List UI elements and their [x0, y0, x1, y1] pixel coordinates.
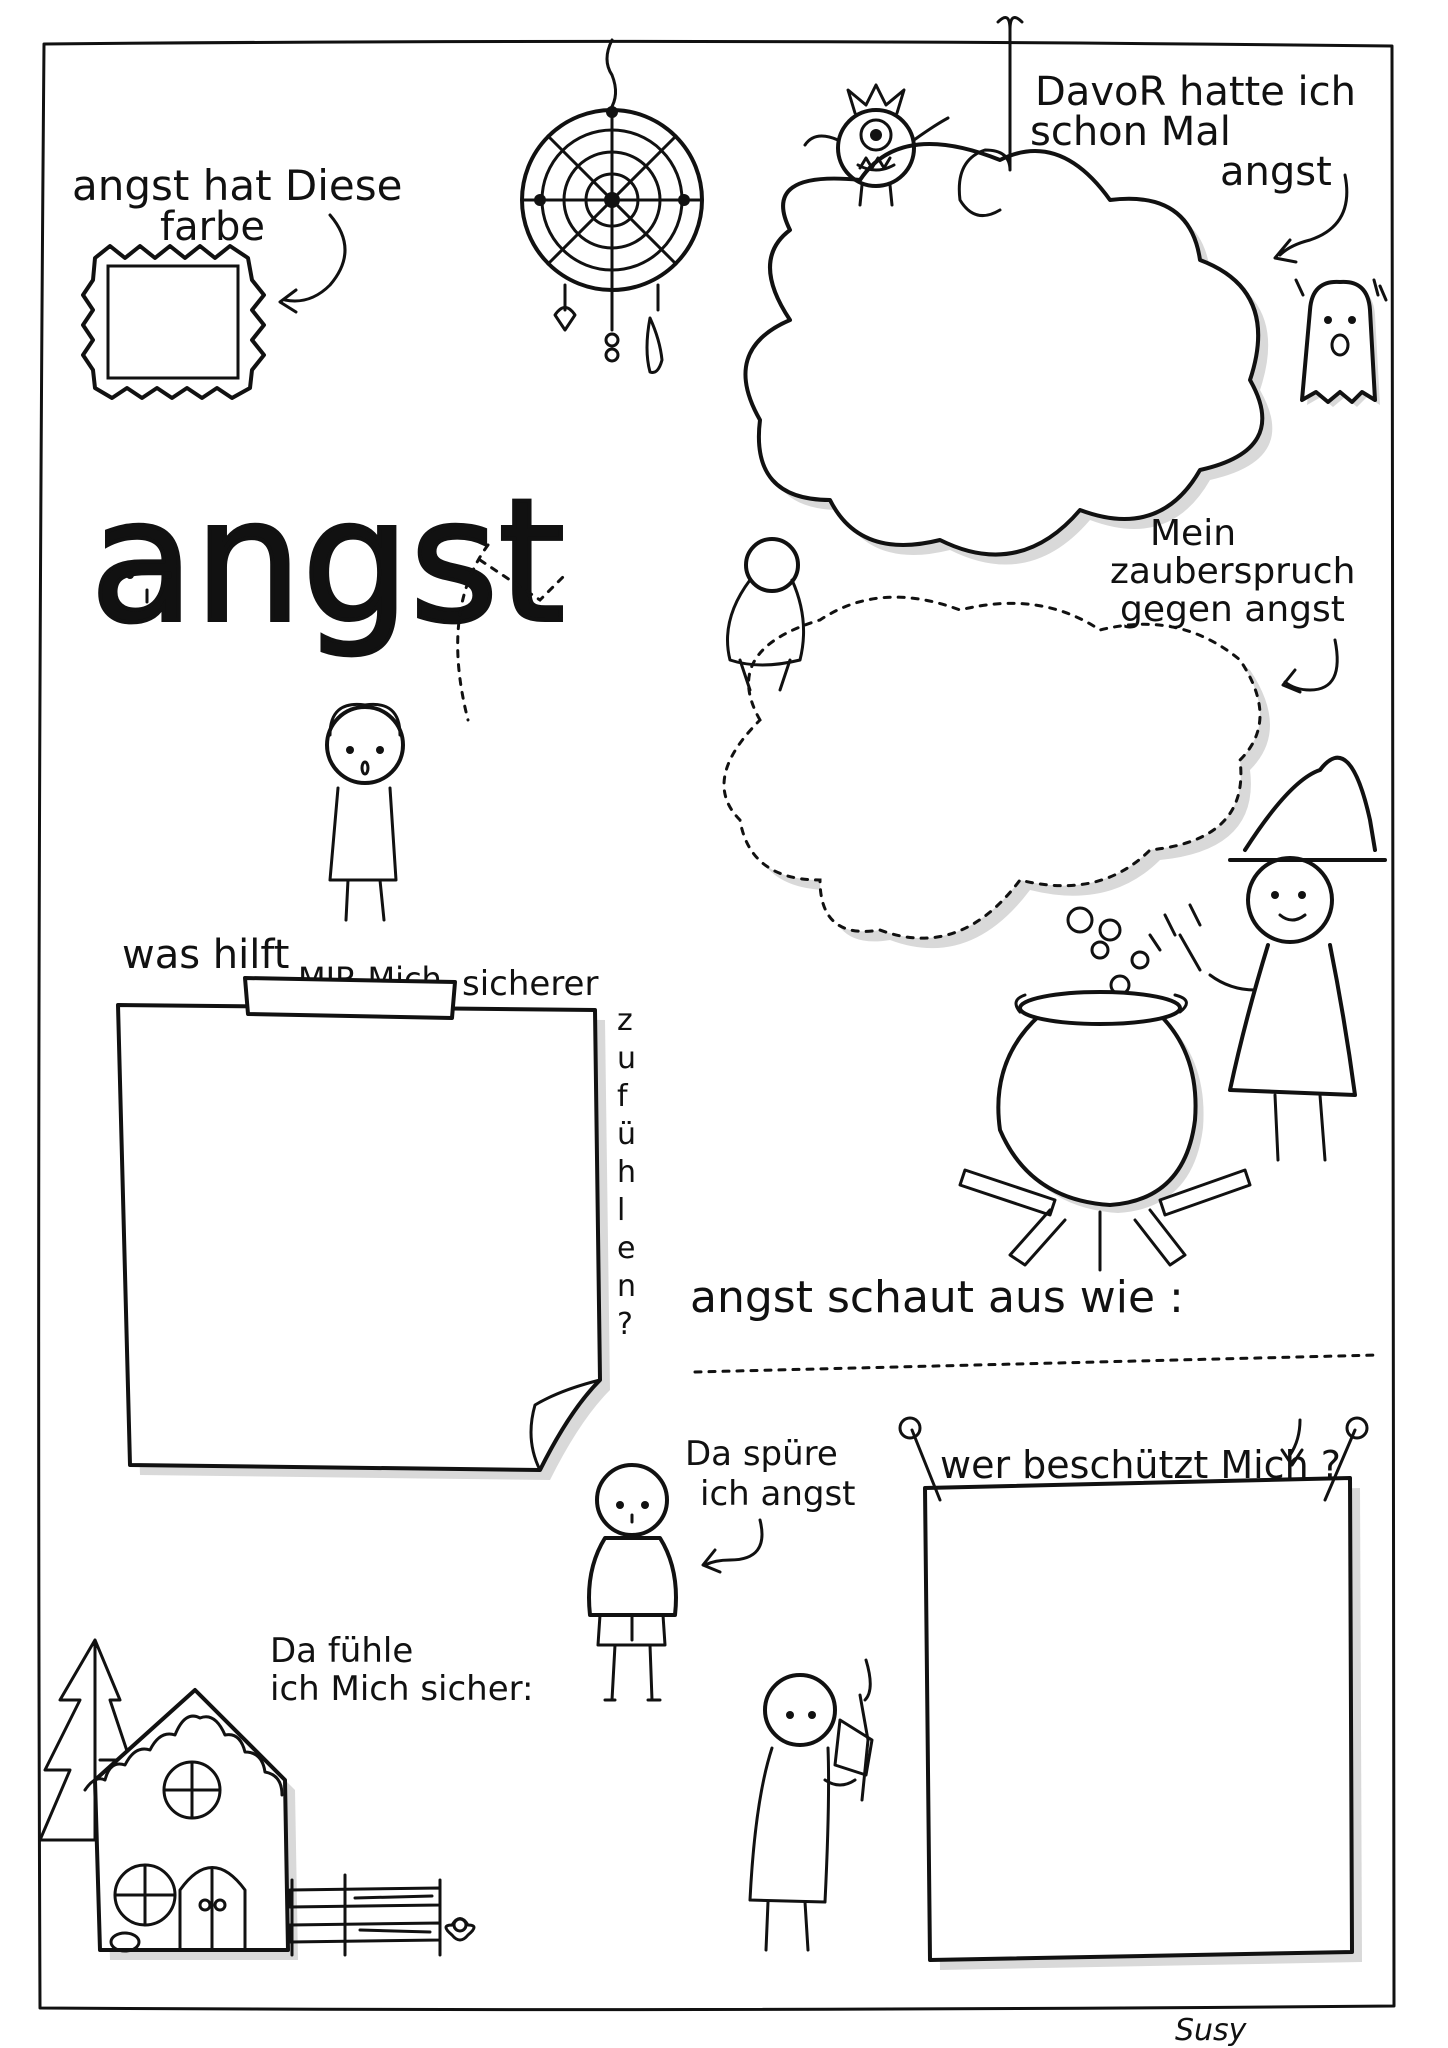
big-word-angst: angst — [90, 463, 565, 661]
protector-board[interactable] — [923, 1476, 1354, 1962]
dashed-t-guide — [456, 543, 567, 722]
past-fear-line1: DavoR hatte ich — [1035, 69, 1356, 115]
spell-prompt-line2: zauberspruch — [1110, 551, 1355, 592]
past-fear-line3: angst — [1220, 149, 1332, 195]
vertical-letter: l — [617, 1193, 625, 1228]
knight-figure-drawing — [748, 1658, 874, 1952]
sticky-note-curl — [529, 1378, 602, 1472]
worried-face-in-a — [126, 571, 172, 604]
help-sticky-note[interactable] — [116, 1003, 602, 1472]
board-pin-left — [910, 1428, 942, 1502]
past-fear-line2: schon Mal — [1030, 109, 1231, 155]
color-prompt-line2: farbe — [160, 204, 265, 250]
safe-place-line1: Da fühle — [270, 1631, 413, 1671]
spell-prompt-line1: Mein — [1150, 513, 1236, 554]
arrow-to-figure — [701, 1518, 764, 1574]
spell-cloud[interactable] — [722, 595, 1262, 940]
help-prompt-part1: was hilft — [122, 932, 289, 978]
help-prompt-part3: sicherer — [462, 964, 598, 1004]
safe-place-line2: ich Mich sicher: — [270, 1669, 533, 1709]
standing-figure-drawing — [587, 1463, 678, 1702]
page-border — [37, 39, 1397, 2012]
looks-like-divider — [693, 1353, 1380, 1374]
vertical-letter: u — [617, 1041, 636, 1076]
vertical-letter: ü — [617, 1117, 636, 1152]
past-fear-cloud[interactable] — [743, 142, 1265, 557]
spell-prompt-line3: gegen angst — [1120, 589, 1345, 630]
signature: Susy — [1175, 2013, 1248, 2048]
vertical-letter: ? — [617, 1307, 633, 1342]
house-drawing — [83, 1688, 298, 1960]
color-prompt-line1: angst hat Diese — [72, 161, 402, 210]
board-pin-right — [1323, 1428, 1357, 1502]
vertical-letter: n — [617, 1269, 636, 1304]
vertical-letter: z — [617, 1003, 633, 1038]
help-prompt-vertical: z u f ü h l e n ? — [617, 1003, 636, 1342]
board-pin-head-left — [898, 1416, 922, 1440]
monster-drawing — [803, 83, 950, 207]
fence-drawing — [288, 1873, 476, 1957]
ghost-drawing — [1294, 278, 1388, 407]
dreamcatcher-drawing — [520, 38, 704, 374]
scared-girl-drawing — [325, 702, 405, 922]
sitting-figure-drawing — [726, 537, 806, 692]
vertical-letter: e — [617, 1231, 635, 1266]
arrow-to-swatch — [278, 213, 347, 314]
vertical-letter: f — [617, 1079, 629, 1114]
vertical-letter: h — [617, 1155, 636, 1190]
arrow-to-spell-cloud — [1281, 638, 1339, 694]
masking-tape — [243, 976, 457, 1020]
feel-fear-line1: Da spüre — [685, 1434, 838, 1474]
color-swatch-frame[interactable] — [81, 244, 266, 400]
looks-like-prompt: angst schaut aus wie : — [690, 1272, 1184, 1323]
arrow-to-board — [1280, 1418, 1304, 1467]
cauldron-drawing — [958, 906, 1252, 1272]
board-pin-head-right — [1345, 1416, 1369, 1440]
feel-fear-line2: ich angst — [700, 1474, 856, 1514]
witch-drawing — [1148, 755, 1387, 1162]
arrow-to-cloud — [1273, 173, 1349, 264]
cloud-hook — [957, 16, 1024, 218]
